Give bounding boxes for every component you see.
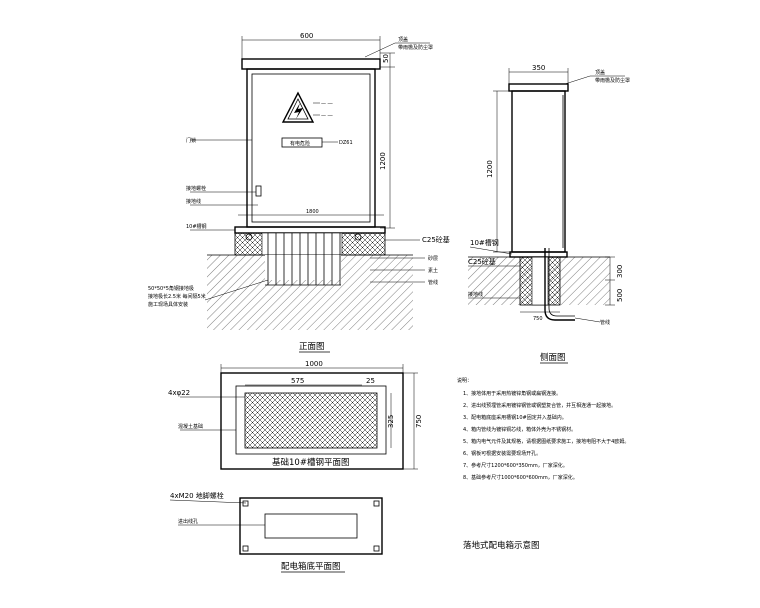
danger-plate bbox=[281, 137, 323, 148]
front-door bbox=[251, 73, 371, 223]
danger-plate-text: 有电危险 bbox=[290, 140, 310, 147]
front-label-angle2: 接地极长2.5米 每间隔5米 bbox=[148, 293, 206, 300]
front-label-sand: 砂层 bbox=[428, 255, 438, 262]
door-lock-icon bbox=[255, 185, 262, 197]
foundation-plan: 1000 575 25 325 750 4xφ22 混凝土基础 基础10#槽钢平… bbox=[168, 360, 423, 470]
side-label-pipe: 管线 bbox=[600, 319, 610, 326]
foundation-hatched-area bbox=[244, 392, 378, 449]
front-conduits bbox=[267, 233, 341, 285]
front-sign-code: DZ61 bbox=[339, 140, 353, 146]
notes-heading: 说明： bbox=[457, 377, 472, 384]
bottom-label-entry: 进出线孔 bbox=[178, 518, 198, 525]
notes: 说明： 1、接地体用于采用热镀锌角钢或扁钢连接。 2、进出线预埋管采用镀锌钢管或… bbox=[457, 377, 629, 551]
foundation-dim-325: 325 bbox=[387, 415, 395, 428]
foundation-dim-750: 750 bbox=[415, 415, 423, 428]
side-label-ground: 接地线 bbox=[468, 291, 483, 298]
foundation-title: 基础10#槽钢平面图 bbox=[272, 457, 349, 468]
note-item: 7、参考尺寸1200*600*350mm，厂家深化。 bbox=[463, 462, 568, 469]
main-title: 落地式配电箱示意图 bbox=[463, 540, 540, 551]
foundation-dim-25: 25 bbox=[366, 377, 375, 385]
front-channel-steel bbox=[234, 226, 386, 234]
bottom-entry-opening bbox=[264, 513, 358, 539]
svg-text:— ―: — ― bbox=[321, 113, 333, 119]
front-label-angle3: 施工现场具体安装 bbox=[148, 301, 188, 308]
foundation-dim-inner: 575 bbox=[291, 377, 304, 385]
side-dim-500: 500 bbox=[616, 289, 624, 302]
foundation-label-bolts: 4xφ22 bbox=[168, 389, 190, 397]
side-dim-width: 350 bbox=[532, 64, 545, 72]
note-item: 2、进出线预埋管采用镀锌钢管或钢塑复合管，并互相连通一起接地。 bbox=[463, 402, 616, 409]
front-view-title: 正面图 bbox=[299, 342, 325, 352]
note-item: 8、基础参考尺寸1000*600*600mm，厂家深化。 bbox=[463, 474, 578, 481]
front-label-door: 门锁 bbox=[186, 137, 196, 144]
note-item: 1、接地体用于采用热镀锌角钢或扁钢连接。 bbox=[463, 390, 561, 397]
note-item: 4、箱内管线为镀锌铜芯线，箱体外壳为不锈钢材。 bbox=[463, 426, 576, 433]
front-label-roof2: 带雨檐及防尘罩 bbox=[398, 44, 433, 51]
foundation-dim-total: 1000 bbox=[305, 360, 323, 368]
front-label-angle: 50*50*5角钢接地极 bbox=[148, 285, 194, 292]
front-label-ground-bolt: 接地螺栓 bbox=[186, 185, 206, 192]
side-label-concrete: C25砼基 bbox=[468, 257, 496, 266]
front-view: 600 50 1200 顶盖 带雨檐及防尘罩 — ― — ― 有电危险 DZ61 bbox=[148, 32, 450, 353]
front-dim-height: 1200 bbox=[379, 152, 387, 170]
side-label-roof2: 带雨檐及防尘罩 bbox=[595, 77, 630, 84]
front-label-roof: 顶盖 bbox=[398, 36, 408, 43]
svg-text:— ―: — ― bbox=[321, 101, 333, 107]
side-label-roof: 顶盖 bbox=[595, 69, 605, 76]
side-cabinet bbox=[511, 90, 566, 253]
front-label-ground-wire: 接地线 bbox=[186, 198, 201, 205]
foundation-outer bbox=[220, 372, 404, 470]
bottom-label-bolts: 4xM20 地脚螺栓 bbox=[170, 491, 224, 500]
note-item: 3、配电箱底座采用槽钢10#固定并入基础内。 bbox=[463, 414, 567, 421]
front-label-soil: 素土 bbox=[428, 267, 438, 274]
warning-triangle-icon bbox=[281, 91, 315, 123]
front-dim-top: 50 bbox=[382, 54, 390, 63]
foundation-channel-frame bbox=[235, 385, 387, 455]
front-cabinet bbox=[246, 68, 376, 228]
front-dim-width: 600 bbox=[300, 32, 313, 40]
note-item: 5、箱内电气元件及其规格，请根据图纸要求施工，接地电阻不大于4欧姆。 bbox=[463, 438, 629, 445]
side-view: 350 顶盖 带雨檐及防尘罩 1200 10#槽钢 C25砼基 管线 接地线 bbox=[468, 64, 630, 364]
foundation-label-concrete: 混凝土基础 bbox=[178, 423, 203, 430]
front-dim-base: 1800 bbox=[306, 209, 319, 215]
bottom-plate bbox=[239, 497, 383, 555]
side-dim-height: 1200 bbox=[486, 160, 494, 178]
front-label-pipe: 管线 bbox=[428, 279, 438, 286]
front-label-concrete: C25砼基 bbox=[422, 235, 450, 244]
side-view-title: 侧面图 bbox=[540, 352, 566, 363]
bottom-plan: 4xM20 地脚螺栓 进出线孔 配电箱底平面图 bbox=[169, 491, 383, 573]
note-item: 6、钢板可根据安装需要现场开孔。 bbox=[463, 450, 541, 457]
side-dim-300: 300 bbox=[616, 265, 624, 278]
front-label-channel: 10#槽钢 bbox=[186, 223, 207, 230]
side-label-channel: 10#槽钢 bbox=[470, 238, 499, 247]
bottom-title: 配电箱底平面图 bbox=[281, 561, 341, 572]
side-dim-bottom: 750 bbox=[533, 316, 543, 322]
